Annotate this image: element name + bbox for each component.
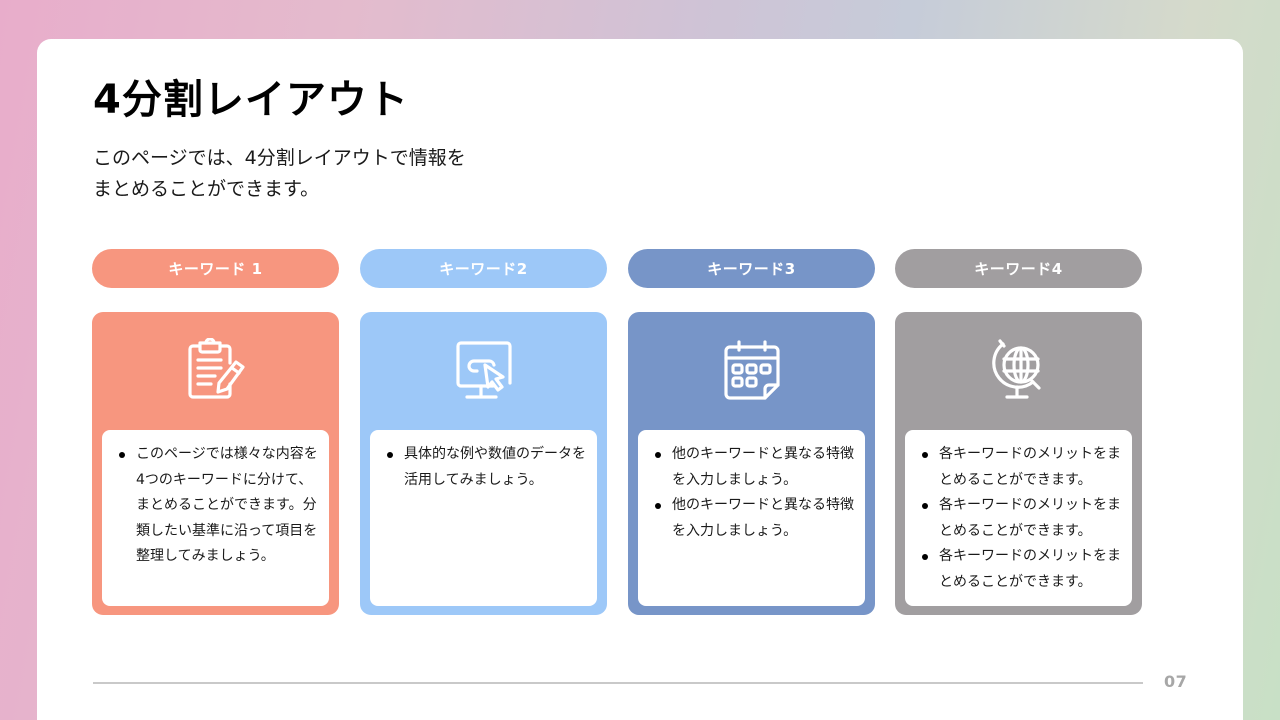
bullet-item: 他のキーワードと異なる特徴を入力しましょう。 <box>652 493 855 544</box>
keyword-1-panel: このページでは様々な内容を4つのキーワードに分けて、まとめることができます。分類… <box>92 312 339 615</box>
keyword-2-textbox: 具体的な例や数値のデータを活用してみましょう。 <box>370 430 597 606</box>
keyword-3-textbox: 他のキーワードと異なる特徴を入力しましょう。 他のキーワードと異なる特徴を入力し… <box>638 430 865 606</box>
keyword-2-pill: キーワード2 <box>360 249 607 288</box>
footer-divider <box>93 682 1143 684</box>
clipboard-edit-icon <box>187 338 245 399</box>
subtitle-line-2: まとめることができます。 <box>93 178 320 200</box>
keyword-4-bullets: 各キーワードのメリットをまとめることができます。 各キーワードのメリットをまとめ… <box>919 442 1122 596</box>
keyword-3-panel: 他のキーワードと異なる特徴を入力しましょう。 他のキーワードと異なる特徴を入力し… <box>628 312 875 615</box>
keyword-4-panel: 各キーワードのメリットをまとめることができます。 各キーワードのメリットをまとめ… <box>895 312 1142 615</box>
globe-icon <box>991 339 1041 399</box>
bullet-item: 各キーワードのメリットをまとめることができます。 <box>919 544 1122 595</box>
slide-title: 4分割レイアウト <box>93 77 409 123</box>
keyword-2-panel: 具体的な例や数値のデータを活用してみましょう。 <box>360 312 607 615</box>
keyword-4-pill: キーワード4 <box>895 249 1142 288</box>
slide-card: 4分割レイアウト このページでは、4分割レイアウトで情報を まとめることができま… <box>37 39 1243 720</box>
keyword-2-bullets: 具体的な例や数値のデータを活用してみましょう。 <box>384 442 587 493</box>
keyword-3-pill: キーワード3 <box>628 249 875 288</box>
bullet-item: 各キーワードのメリットをまとめることができます。 <box>919 493 1122 544</box>
monitor-cursor-icon <box>455 341 512 399</box>
calendar-icon <box>723 340 780 400</box>
bullet-item: 他のキーワードと異なる特徴を入力しましょう。 <box>652 442 855 493</box>
bullet-item: 具体的な例や数値のデータを活用してみましょう。 <box>384 442 587 493</box>
page-number: 07 <box>1164 672 1188 691</box>
keyword-1-bullets: このページでは様々な内容を4つのキーワードに分けて、まとめることができます。分類… <box>116 442 319 570</box>
subtitle-line-1: このページでは、4分割レイアウトで情報を <box>93 147 466 169</box>
keyword-1-textbox: このページでは様々な内容を4つのキーワードに分けて、まとめることができます。分類… <box>102 430 329 606</box>
slide-subtitle: このページでは、4分割レイアウトで情報を まとめることができます。 <box>93 143 533 205</box>
keyword-3-bullets: 他のキーワードと異なる特徴を入力しましょう。 他のキーワードと異なる特徴を入力し… <box>652 442 855 544</box>
keyword-1-pill: キーワード 1 <box>92 249 339 288</box>
bullet-item: このページでは様々な内容を4つのキーワードに分けて、まとめることができます。分類… <box>116 442 319 570</box>
bullet-item: 各キーワードのメリットをまとめることができます。 <box>919 442 1122 493</box>
keyword-4-textbox: 各キーワードのメリットをまとめることができます。 各キーワードのメリットをまとめ… <box>905 430 1132 606</box>
